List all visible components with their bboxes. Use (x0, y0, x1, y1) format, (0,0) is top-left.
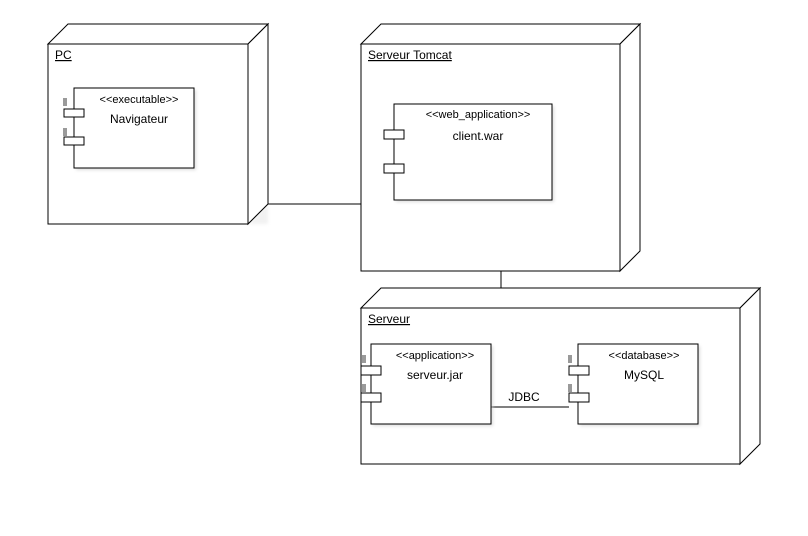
component-serveur-jar-stereotype: <<application>> (396, 350, 474, 362)
component-port (383, 163, 405, 174)
component-mysql-name: MySQL (624, 368, 664, 382)
jdbc-label: JDBC (508, 390, 540, 404)
node-tomcat[interactable]: Serveur Tomcat <<web_application>> clien… (359, 22, 642, 273)
port-shadow (63, 98, 67, 106)
port-shadow (63, 128, 67, 136)
component-port (383, 129, 405, 140)
port-shadow (568, 355, 572, 363)
component-port (568, 392, 590, 403)
component-port (63, 108, 85, 118)
port-shadow (362, 384, 366, 392)
component-port (568, 365, 590, 376)
component-navigateur-stereotype: <<executable>> (100, 94, 179, 106)
node-tomcat-name: Serveur Tomcat (368, 48, 452, 62)
component-navigateur-name: Navigateur (110, 112, 168, 126)
component-mysql-stereotype: <<database>> (609, 350, 680, 362)
component-client[interactable]: <<web_application>> client.war (383, 103, 554, 202)
component-serveur-jar[interactable]: <<application>> serveur.jar (360, 343, 493, 426)
component-navigateur[interactable]: <<executable>> Navigateur (63, 87, 196, 170)
node-pc[interactable]: PC <<executable>> Navigateur (46, 22, 270, 226)
node-pc-name: PC (55, 48, 72, 62)
component-serveur-jar-name: serveur.jar (407, 368, 463, 382)
jdbc-connection[interactable]: JDBC (490, 390, 569, 408)
port-shadow (568, 384, 572, 392)
node-serveur[interactable]: Serveur JDBC <<application>> serveur.jar… (359, 286, 762, 466)
component-mysql[interactable]: <<database>> MySQL (568, 343, 700, 426)
port-shadow (362, 355, 366, 363)
node-serveur-name: Serveur (368, 312, 410, 326)
component-client-name: client.war (453, 129, 504, 143)
component-port (63, 136, 85, 146)
component-port (360, 365, 382, 376)
component-client-stereotype: <<web_application>> (426, 109, 531, 121)
component-port (360, 392, 382, 403)
